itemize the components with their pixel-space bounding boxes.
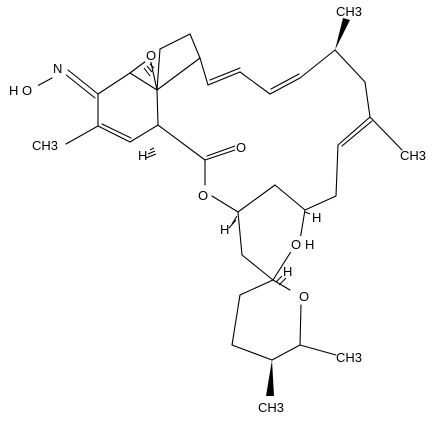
carbonyl-o-label: O	[236, 140, 246, 155]
methyl-spiro-right-label: CH3	[336, 350, 362, 365]
ester-bridge-o-label: O	[198, 188, 208, 203]
methyl-spiro-bottom-label: CH3	[258, 400, 284, 415]
methyl-top-label: CH3	[336, 4, 362, 19]
hemiketal-o-label: O	[146, 48, 156, 63]
lower-stereo	[228, 211, 311, 396]
spiro-o-upper-label: O	[291, 237, 301, 252]
atom-labels: N H O O O O O H O H H H H CH3 CH3 CH3 CH…	[8, 4, 426, 415]
spiro-o-lower-label: O	[299, 289, 309, 304]
h-lower-spiro-label: H	[283, 264, 292, 279]
methyl-left-label: CH3	[32, 138, 58, 153]
h-upper-right-label: H	[312, 210, 321, 225]
fused-ring-bonds	[25, 33, 209, 145]
h-lactone-label: H	[220, 222, 229, 237]
stereo-hash-bonds	[143, 63, 157, 159]
top-methyl	[335, 18, 350, 50]
spiroketal-bonds	[231, 184, 337, 361]
h-left-ring-label: H	[138, 148, 147, 163]
methyl-right-label: CH3	[400, 148, 426, 163]
hydroxy-o-label: O	[22, 83, 32, 98]
lactone-bonds	[157, 124, 239, 213]
diene-chain-bonds	[207, 49, 403, 197]
bridge-h-label: H	[305, 237, 314, 252]
oxime-n-label: N	[53, 61, 62, 76]
hydroxy-h-label: H	[9, 83, 18, 98]
